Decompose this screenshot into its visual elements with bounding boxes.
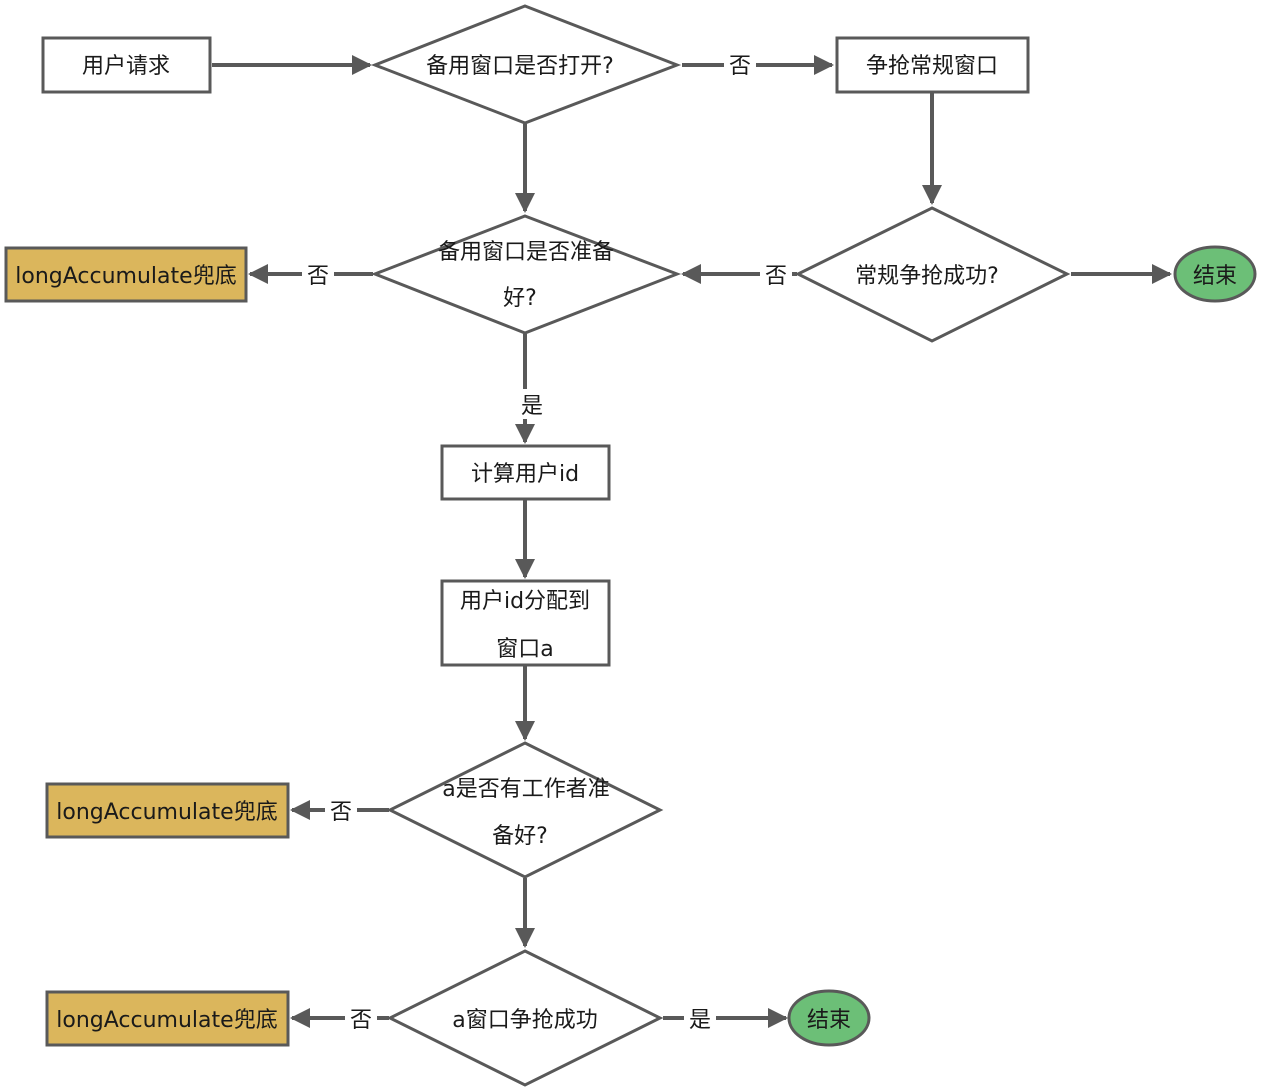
node-worker-ready-decision: a是否有工作者准 备好?: [386, 741, 664, 879]
node-backup-open-label: 备用窗口是否打开?: [426, 54, 614, 79]
node-assign-window-label-line1: 用户id分配到: [460, 589, 590, 614]
edge-label-no-window-compete: 否: [350, 1008, 372, 1033]
edges: [212, 55, 1172, 1028]
node-assign-window: 用户id分配到 窗口a: [440, 579, 611, 667]
node-fallback-1: longAccumulate兜底: [4, 246, 248, 303]
node-end-2-label: 结束: [807, 1008, 851, 1033]
node-regular-success-decision: 常规争抢成功?: [794, 206, 1071, 343]
node-compute-user-id: 计算用户id: [440, 444, 611, 501]
node-window-compete-decision: a窗口争抢成功: [386, 949, 664, 1087]
node-worker-ready-label-line1: a是否有工作者准: [442, 777, 609, 802]
node-fallback-1-label: longAccumulate兜底: [15, 264, 236, 289]
node-assign-window-label-line2: 窗口a: [496, 637, 553, 662]
edge-label-yes-window-compete: 是: [689, 1008, 711, 1033]
node-user-request-label: 用户请求: [82, 54, 170, 79]
edge-labels: 否 否 否 是 否 否 是: [302, 51, 792, 1033]
edge-label-no-backup-ready: 否: [307, 264, 329, 289]
node-user-request: 用户请求: [41, 36, 212, 94]
node-worker-ready-label-line2: 备好?: [492, 824, 548, 849]
edge-label-yes-backup-ready: 是: [521, 394, 543, 419]
node-end-1-label: 结束: [1193, 264, 1237, 289]
edge-label-no-worker-ready: 否: [330, 800, 352, 825]
node-regular-success-label: 常规争抢成功?: [855, 264, 999, 289]
edge-label-no-backup-open: 否: [729, 54, 751, 79]
node-fallback-3: longAccumulate兜底: [45, 990, 290, 1047]
node-compute-user-id-label: 计算用户id: [471, 462, 579, 487]
node-fallback-2: longAccumulate兜底: [45, 782, 290, 839]
node-end-1: 结束: [1173, 245, 1257, 303]
node-compete-regular: 争抢常规窗口: [835, 36, 1030, 94]
node-window-compete-label: a窗口争抢成功: [452, 1008, 597, 1033]
edge-label-no-regular-success: 否: [765, 264, 787, 289]
node-backup-ready-decision: 备用窗口是否准备 好?: [370, 214, 682, 335]
node-backup-open-decision: 备用窗口是否打开?: [370, 4, 682, 125]
node-compete-regular-label: 争抢常规窗口: [866, 54, 998, 79]
node-backup-ready-label-line1: 备用窗口是否准备: [438, 240, 614, 265]
node-end-2: 结束: [787, 989, 871, 1047]
node-fallback-2-label: longAccumulate兜底: [56, 800, 277, 825]
node-fallback-3-label: longAccumulate兜底: [56, 1008, 277, 1033]
node-backup-ready-label-line2: 好?: [503, 286, 537, 311]
